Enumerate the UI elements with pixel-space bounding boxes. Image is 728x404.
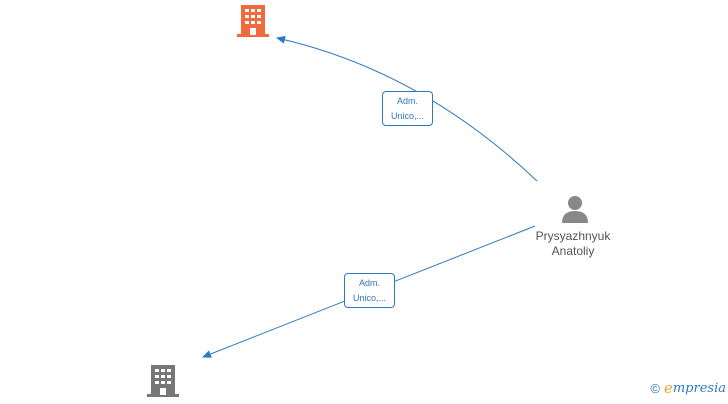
building-icon — [237, 5, 269, 37]
person-icon — [562, 196, 588, 223]
company-node-top[interactable] — [236, 3, 270, 39]
edge-line-top — [276, 35, 538, 182]
building-icon — [147, 365, 179, 397]
person-name-line1: Prysyazhnyuk — [535, 229, 611, 243]
company-node-bottom[interactable] — [146, 363, 180, 399]
edge-label-top[interactable]: Adm. Unico,... — [382, 91, 433, 126]
person-name-label: Prysyazhnyuk Anatoliy — [513, 229, 633, 259]
brand-initial: e — [663, 379, 673, 397]
person-node[interactable] — [559, 193, 591, 225]
edge-label-bottom-line2: Unico,... — [352, 293, 386, 303]
copyright-symbol: © — [650, 380, 660, 396]
empresia-watermark: © e mpresia — [650, 379, 726, 397]
edge-label-bottom-line1: Adm. — [358, 278, 380, 288]
brand-name: mpresia — [672, 380, 726, 396]
edge-label-bottom[interactable]: Adm. Unico,... — [344, 273, 395, 308]
person-name-line2: Anatoliy — [551, 244, 595, 258]
edge-label-top-line1: Adm. — [396, 96, 418, 106]
edge-label-top-line2: Unico,... — [390, 111, 424, 121]
